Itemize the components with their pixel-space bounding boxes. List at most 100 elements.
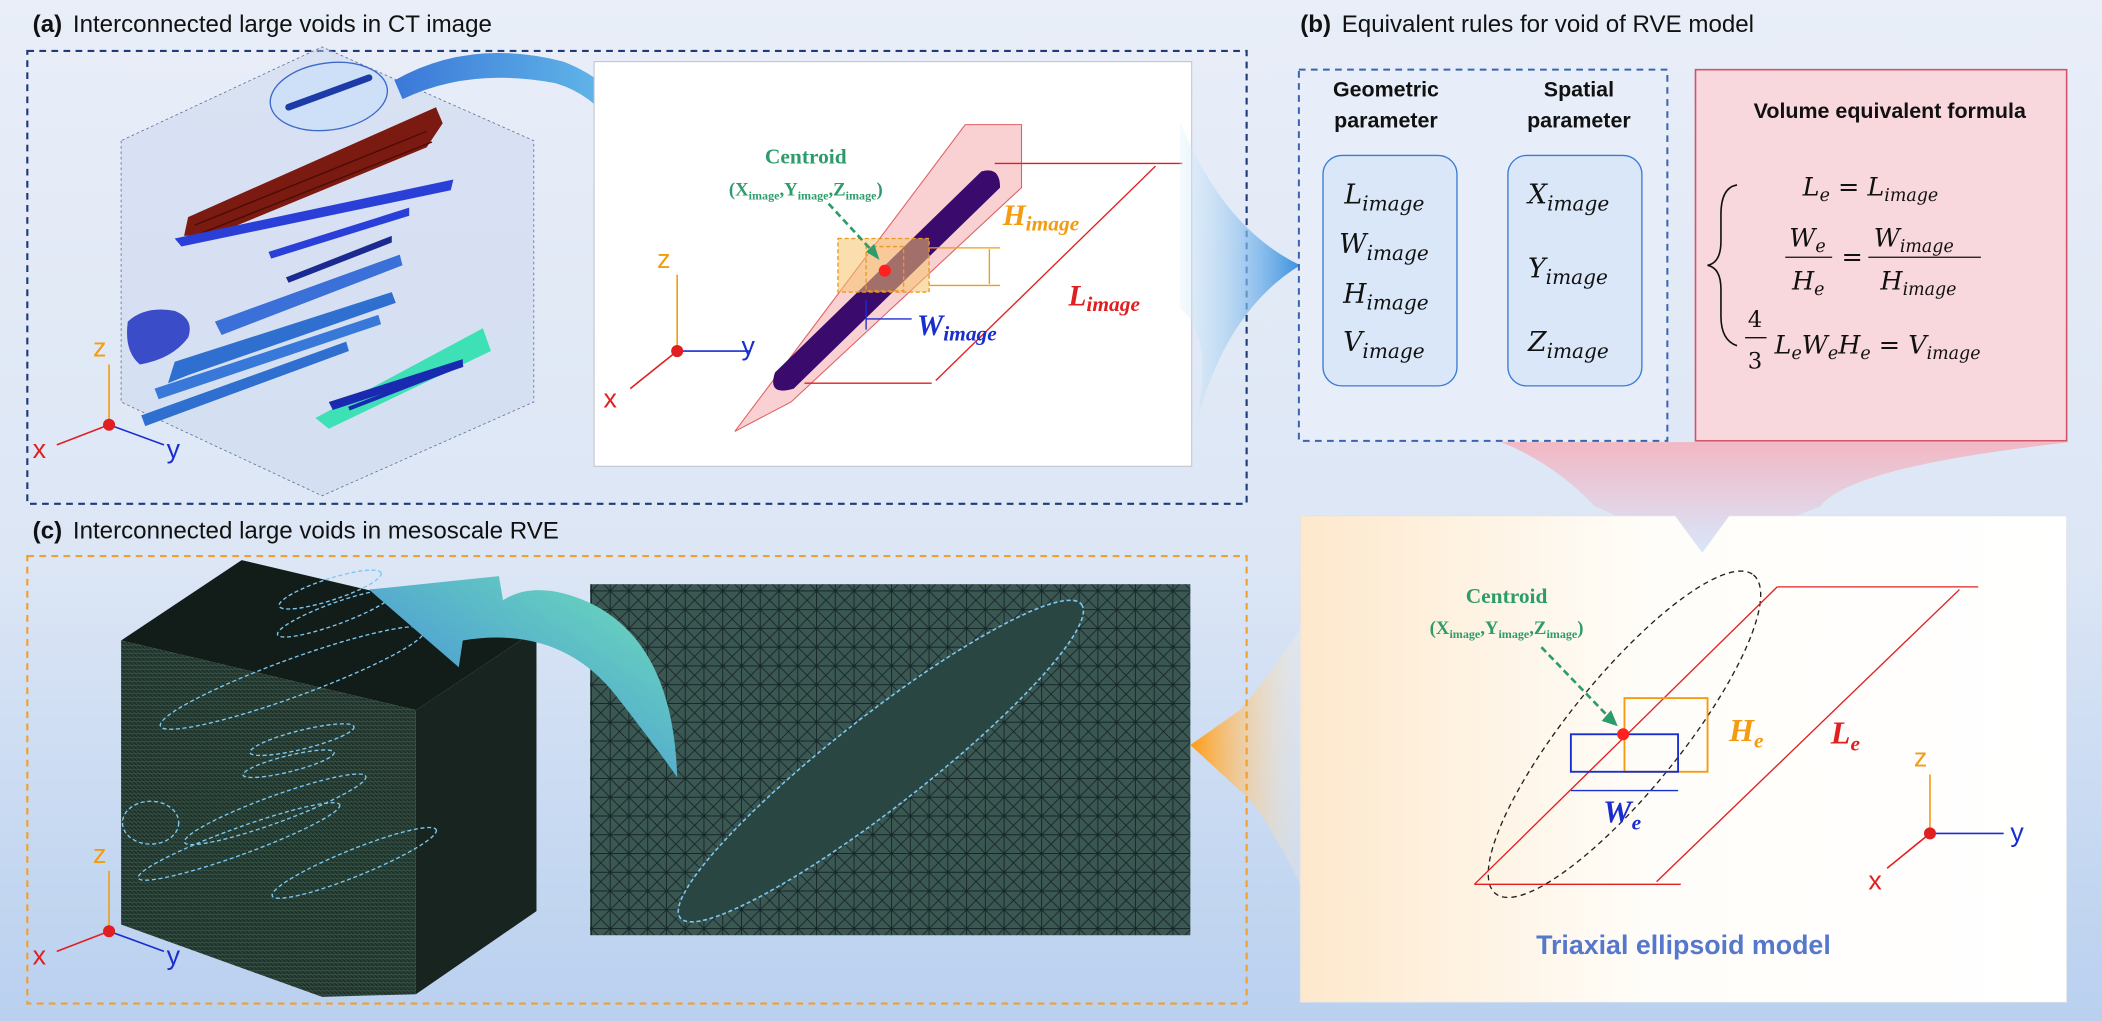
mesh-cube — [121, 560, 537, 997]
centroid-box-inner — [865, 245, 905, 292]
formula-volume: LeWeHe = Vimage — [1774, 331, 1981, 364]
panel-a-frame — [26, 49, 1248, 505]
panel-c: (c)Interconnected large voids in mesosca… — [26, 518, 1248, 1005]
c-axis-x-label: x — [33, 941, 47, 971]
zoom-arrow-c — [368, 576, 678, 778]
dark-void — [285, 235, 392, 283]
geometric-box — [1322, 154, 1458, 387]
formula-title: Volume equivalent formula — [1754, 99, 2027, 123]
formula-frac-he: He — [1791, 266, 1825, 299]
card-axis-z-label: z — [657, 244, 670, 274]
c-axis-z-label: z — [93, 839, 106, 869]
ellipsoid-outline — [1487, 570, 1762, 899]
spatial-title-1: Spatial — [1544, 77, 1614, 101]
formula-frac-himage: Himage — [1879, 266, 1956, 299]
model-axis-origin — [1923, 827, 1937, 840]
model-centroid-leader — [1540, 646, 1614, 722]
mesh-cube-front — [121, 640, 416, 997]
param-w-image: Wimage — [1339, 229, 1429, 265]
ct-cube-outline — [120, 46, 535, 497]
centroid-point — [878, 264, 891, 277]
geometric-title-2: parameter — [1334, 108, 1438, 132]
mesh-closeup-void — [677, 599, 1085, 923]
model-panel-bg — [1299, 515, 2068, 1003]
centroid-leader — [827, 202, 877, 256]
model-l-arrow — [1656, 589, 1960, 883]
axes-c: z y x — [33, 839, 181, 971]
c-axis-y — [108, 930, 165, 953]
spatial-title-2: parameter — [1527, 108, 1631, 132]
model-label: Triaxial ellipsoid model — [1536, 930, 1831, 960]
formula-line-1: Le = Limage — [1802, 173, 1939, 206]
axes-a: z y x — [33, 332, 181, 464]
detail-card: Centroid (Ximage,Yimage,Zimage) Himage W… — [593, 61, 1193, 467]
axis-y-label: y — [167, 434, 181, 464]
void-ellipse-5 — [242, 749, 335, 779]
centroid-leader-head — [866, 243, 880, 260]
panel-a-title: Interconnected large voids in CT image — [73, 11, 492, 38]
model-centroid-label: Centroid — [1466, 584, 1548, 608]
model-centroid-point — [1617, 728, 1630, 741]
panel-b-heading: (b)Equivalent rules for void of RVE mode… — [1300, 11, 1754, 38]
formula-frac-we: We — [1789, 224, 1825, 257]
formula-frac-wimage: Wimage — [1874, 224, 1954, 257]
centroid-label: Centroid — [765, 144, 847, 168]
c-axis-origin — [103, 925, 116, 938]
card-axis-y-label: y — [741, 331, 755, 361]
panel-b-tag: (b) — [1300, 11, 1331, 38]
panel-c-frame — [26, 554, 1248, 1005]
panel-a-heading: (a) Interconnected large voids in CT imag… — [33, 11, 492, 38]
panel-c-heading: (c)Interconnected large voids in mesosca… — [33, 518, 559, 545]
blue-void-2 — [268, 207, 410, 259]
c-axis-x — [56, 930, 110, 953]
void-ellipse-6 — [183, 773, 367, 846]
axis-x-line — [56, 423, 110, 446]
mesh-cube-top — [121, 560, 537, 711]
panel-a: (a) Interconnected large voids in CT imag… — [26, 11, 1248, 505]
selected-void[interactable] — [285, 74, 373, 111]
cyan-void-core — [328, 359, 463, 411]
h-image-label: Himage — [1002, 200, 1080, 235]
param-x-image: Ximage — [1526, 180, 1609, 216]
axis-x-label: x — [33, 434, 47, 464]
param-z-image: Zimage — [1527, 327, 1609, 363]
blue-void-4 — [168, 292, 396, 384]
blue-void-5 — [154, 314, 382, 400]
panel-a-tag: (a) — [33, 11, 62, 38]
model-axis-x-label: x — [1868, 866, 1882, 896]
model-centroid-leader-head — [1601, 710, 1618, 727]
axis-origin — [103, 418, 116, 431]
card-axis-x-label: x — [603, 383, 617, 413]
red-void-shade — [194, 130, 433, 234]
void-ellipse-8 — [271, 826, 438, 899]
formula-brace — [1707, 184, 1738, 347]
ellipsoid-model-panel: Centroid (Ximage,Yimage,Zimage) He We Le… — [1299, 515, 2068, 1003]
card-axis-x — [629, 350, 678, 390]
w-image-label: Wimage — [917, 310, 997, 345]
panel-c-title: Interconnected large voids in mesoscale … — [73, 518, 559, 545]
panel-b: (b)Equivalent rules for void of RVE mode… — [1297, 11, 2068, 442]
blue-void-1 — [174, 179, 454, 247]
formula-three: 3 — [1748, 348, 1762, 374]
void-ellipse-7 — [137, 802, 341, 881]
void-ellipse-1 — [278, 569, 382, 610]
geometric-title-1: Geometric — [1333, 77, 1439, 101]
model-axis-x — [1886, 832, 1931, 869]
param-h-image: Himage — [1342, 279, 1429, 315]
void-ellipse-4 — [249, 723, 355, 757]
model-axis-z-label: z — [1914, 742, 1927, 772]
l-image-label: Limage — [1067, 280, 1140, 315]
void-ellipse-9 — [121, 800, 180, 845]
blob-void — [127, 309, 190, 365]
blue-void-6 — [141, 341, 349, 427]
model-we-label: We — [1603, 794, 1642, 835]
blue-void-3 — [214, 254, 403, 335]
mesh-cube-side — [415, 629, 537, 995]
l-dim-arrow — [935, 165, 1156, 382]
spatial-box — [1507, 154, 1643, 387]
cyan-void-core-2 — [348, 362, 464, 411]
formula-four: 4 — [1748, 307, 1762, 333]
mesh-closeup — [590, 584, 1191, 936]
axis-z-label: z — [93, 332, 106, 362]
